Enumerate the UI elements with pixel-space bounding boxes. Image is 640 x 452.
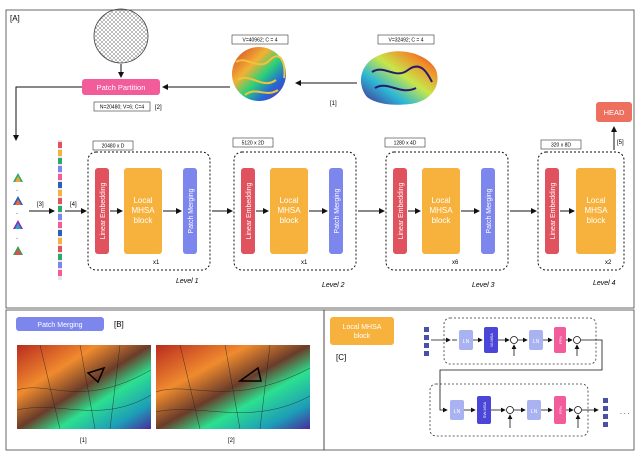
merge-mesh-image-1	[16, 344, 152, 430]
level-1-name: Level 1	[176, 278, 199, 285]
level-4-dim: 320 x 8D	[551, 143, 571, 149]
level-1-merge-label: Patch Merging	[188, 188, 195, 233]
level-2-merge-box	[329, 168, 343, 254]
patch-partition-label: Patch Partition	[97, 83, 146, 92]
step-4-label: [4]	[70, 202, 77, 208]
level-3-embed-label: Linear Embedding	[398, 182, 405, 239]
icosphere-icon	[93, 8, 149, 64]
svg-text:. . .: . . .	[620, 409, 630, 416]
row1-ffn	[554, 327, 566, 353]
panel-a-label: [A]	[10, 14, 20, 23]
step-5-label: [5]	[617, 140, 624, 146]
level-3-mhsa-box	[422, 168, 460, 254]
step-1-label: [1]	[330, 101, 337, 107]
level-4-embed-box	[545, 168, 559, 254]
level-2-embed-label: Linear Embedding	[246, 182, 253, 239]
token-sequence-bar	[58, 140, 62, 280]
svg-text:.: .	[16, 234, 18, 241]
panel-c-output-tokens: . . .	[603, 398, 630, 427]
level-4-name: Level 4	[593, 280, 616, 287]
svg-text:.: .	[16, 209, 18, 216]
panel-c-row-2: LN SW-MSA LN FFN	[429, 383, 589, 437]
level-2-dim: 5120 x 2D	[242, 141, 265, 147]
row1-ln-2-label: LN	[533, 339, 540, 345]
level-3-embed-box	[393, 168, 407, 254]
step-2-label: [2]	[155, 105, 162, 111]
level-1-embed-box	[95, 168, 109, 254]
level-4-mhsa-box	[576, 168, 616, 254]
row2-ln-1-label: LN	[454, 409, 461, 415]
cortex-brain-image	[360, 51, 438, 105]
panel-a-frame	[5, 9, 635, 309]
step-3-label: [3]	[37, 202, 44, 208]
level-3-merge-box	[481, 168, 495, 254]
row2-ln-2	[527, 400, 541, 420]
level-2-mult: x1	[301, 260, 308, 266]
row1-add-1-icon	[510, 336, 518, 344]
level-1-merge-box	[183, 168, 197, 254]
level-3-mult: x6	[452, 260, 459, 266]
panel-c-mhsa-tag	[330, 317, 394, 345]
cortex-dim-label: V=32492; C = 4	[388, 38, 423, 44]
row1-ffn-label: FFN	[558, 336, 563, 344]
patch-partition-box	[82, 79, 160, 95]
merge-mesh-image-2	[155, 344, 311, 430]
row1-add-2-icon	[573, 336, 581, 344]
level-2-merge-label: Patch Merging	[334, 188, 341, 233]
panel-b-merge-tag	[16, 317, 104, 331]
sphere-brain-image	[232, 47, 286, 101]
merge-sub-2: [2]	[228, 438, 235, 444]
level-3-dim: 1280 x 4D	[394, 141, 417, 147]
panel-b-label: [B]	[114, 320, 124, 329]
panel-c-row-1: LN W-MSA LN FFN	[443, 317, 597, 365]
head-box	[596, 102, 632, 122]
level-2-mhsa-box	[270, 168, 308, 254]
svg-text:.: .	[16, 186, 18, 193]
level-3-name: Level 3	[472, 282, 495, 289]
row2-ln-1	[450, 400, 464, 420]
level-1-embed-label: Linear Embedding	[100, 182, 107, 239]
row2-swmsa-label: SW-MSA	[482, 401, 487, 418]
panel-c-input-tokens	[424, 327, 429, 356]
level-4-embed-label: Linear Embedding	[550, 182, 557, 239]
level-1-mhsa-box	[124, 168, 162, 254]
level-1-mult: x1	[153, 260, 160, 266]
row2-ffn-label: FFN	[558, 406, 563, 414]
row1-ln-2	[529, 330, 543, 350]
row1-wmsa-label: W-MSA	[489, 333, 494, 347]
row2-swmsa	[477, 396, 491, 424]
level-2-name: Level 2	[322, 282, 345, 289]
row2-add-1-icon	[506, 406, 514, 414]
panel-b-merge-label: Patch Merging	[37, 322, 82, 329]
row1-ln-1	[459, 330, 473, 350]
panel-c-frame	[323, 309, 635, 451]
row1-ln-1-label: LN	[463, 339, 470, 345]
level-3-merge-label: Patch Merging	[486, 188, 493, 233]
head-label: HEAD	[604, 108, 625, 117]
row1-wmsa	[484, 327, 498, 353]
level-2-embed-box	[241, 168, 255, 254]
row2-ffn	[554, 396, 566, 424]
row2-add-2-icon	[574, 406, 582, 414]
row2-ln-2-label: LN	[531, 409, 538, 415]
panel-c-label: [C]	[336, 353, 346, 362]
patch-triangle-stack: . . .	[13, 173, 23, 255]
patch-dim-label: N=20480; V=6; C=4	[100, 105, 145, 111]
level-1-dim: 20480 x D	[102, 144, 125, 150]
level-4-mult: x2	[605, 260, 612, 266]
merge-sub-1: [1]	[80, 438, 87, 444]
sphere-dim-label: V=40962; C = 4	[242, 38, 277, 44]
